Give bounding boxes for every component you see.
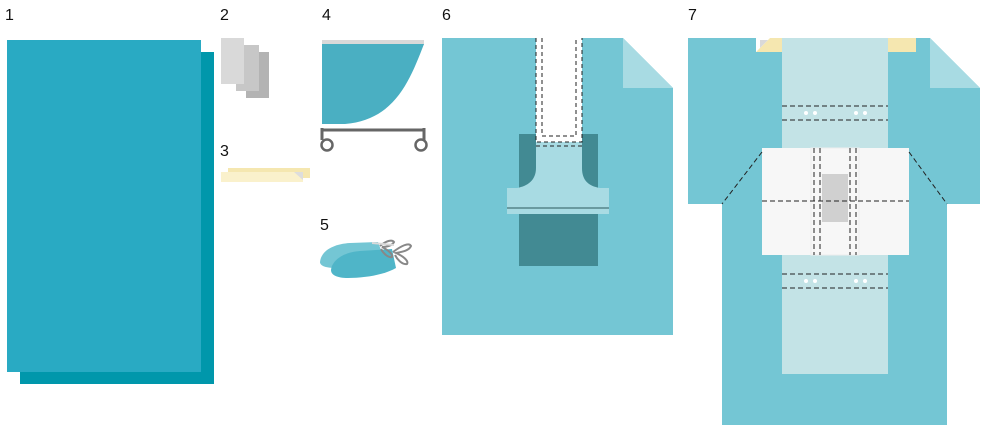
item-5-label: 5 <box>320 217 329 234</box>
fold-lines <box>721 105 948 289</box>
adhesive-tape-icon <box>221 168 310 182</box>
adhesive-collar <box>507 142 609 214</box>
item-6-label: 6 <box>442 7 451 24</box>
drape-folded-corner <box>623 38 673 88</box>
fenestrated-drape-icon <box>442 38 673 335</box>
item-6-fenestrated-drape: 6 <box>442 7 673 335</box>
item-3-label: 3 <box>220 143 229 160</box>
tape-top-right <box>888 38 916 52</box>
shoe-tie-1 <box>379 239 396 259</box>
slit-opening <box>536 38 582 142</box>
tape-peel-corner <box>294 172 303 180</box>
item-2-swabs: 2 <box>220 7 269 98</box>
mayo-stand-cover-icon <box>320 40 428 152</box>
tape-front <box>221 172 303 182</box>
item-1-label: 1 <box>5 7 14 24</box>
large-drape-sheet-icon <box>7 40 214 384</box>
incise-window <box>822 174 848 222</box>
tray-top <box>322 40 424 45</box>
shoe-covers-icon <box>320 239 413 278</box>
wheel-left <box>320 138 334 152</box>
drape-folded-corner <box>930 38 980 88</box>
item-5-shoe-covers: 5 <box>320 217 413 278</box>
shoe-cover-front <box>331 249 396 278</box>
item-7-laparotomy-drape: 7 <box>688 7 980 425</box>
item-2-label: 2 <box>220 7 229 24</box>
item-7-label: 7 <box>688 7 697 24</box>
gauze-swabs-icon <box>221 38 269 98</box>
item-1-drape-sheets: 1 <box>5 7 214 384</box>
shoe-tie-2 <box>392 243 413 266</box>
slit-dashed-outline <box>535 38 583 147</box>
snap-dots <box>804 111 867 283</box>
wheel-right <box>414 138 428 152</box>
front-sheet <box>7 40 201 372</box>
cover-body <box>322 44 424 124</box>
item-4-mayo-cover: 4 <box>320 7 428 152</box>
laparotomy-drape-icon <box>688 38 980 425</box>
item-4-label: 4 <box>322 7 331 24</box>
item-3-tape: 3 <box>220 143 310 182</box>
swab-front <box>221 38 244 84</box>
